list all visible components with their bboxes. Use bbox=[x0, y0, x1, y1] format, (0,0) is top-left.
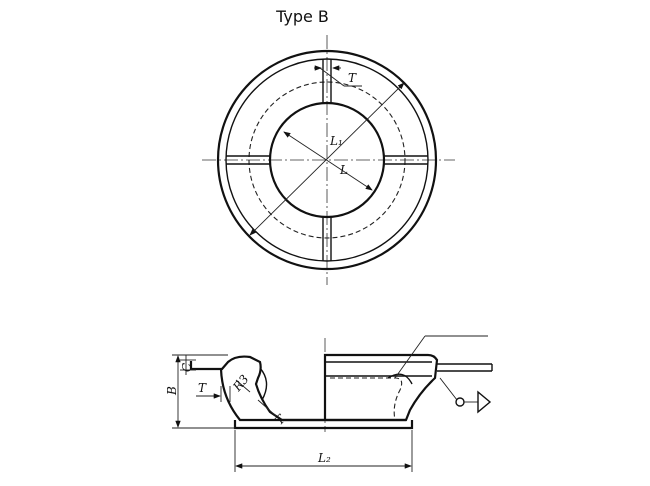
l2-label: L₂ bbox=[317, 451, 331, 465]
r3-leader bbox=[235, 379, 251, 393]
t-leader-line bbox=[319, 67, 345, 87]
c-label: C bbox=[180, 363, 194, 372]
t-top-label: T bbox=[348, 71, 357, 85]
weld-leader-line bbox=[394, 335, 426, 379]
t-wall-dimension-line bbox=[257, 399, 277, 417]
t-side-label: T bbox=[198, 381, 207, 395]
plan-view: L₁ L T bbox=[202, 35, 455, 285]
outer-rim-inner-circle bbox=[225, 58, 429, 262]
hidden-section-line bbox=[330, 377, 403, 421]
l-label: L bbox=[339, 163, 348, 177]
outer-rim-circle bbox=[216, 49, 438, 271]
section-view: C B T R3 T L₂ bbox=[165, 335, 493, 472]
section-base bbox=[233, 420, 414, 430]
weld-symbol-triangle bbox=[477, 390, 492, 414]
hidden-flange-circle bbox=[248, 81, 406, 239]
l1-label: L₁ bbox=[329, 134, 343, 148]
b-label: B bbox=[165, 386, 179, 396]
l-dimension-line bbox=[283, 131, 373, 191]
weld-symbol-circle bbox=[455, 397, 465, 407]
section-inner-profile bbox=[219, 368, 406, 422]
diagram-title: Type B bbox=[276, 7, 329, 26]
section-outer-profile bbox=[189, 353, 439, 422]
